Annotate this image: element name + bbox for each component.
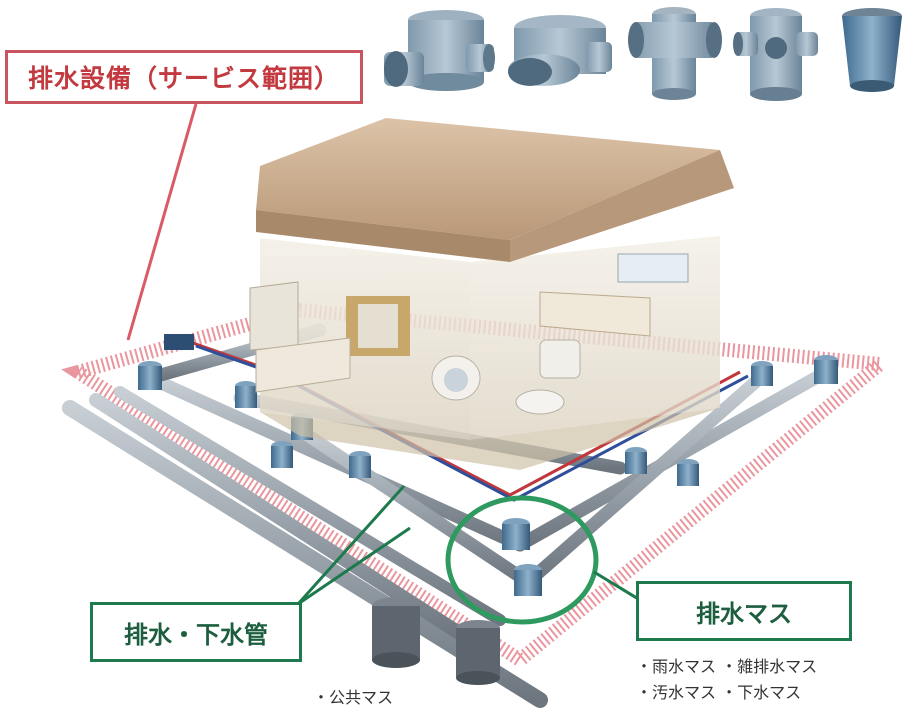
- basin-types-line-1: ・雨水マス ・雑排水マス: [636, 657, 818, 676]
- drain-sewer-pipe-label: 排水・下水管: [90, 602, 302, 662]
- public-basins: [372, 597, 500, 685]
- callout-lines: [126, 103, 641, 625]
- drainage-service-area-text: 排水設備（サービス範囲）: [27, 64, 340, 93]
- basin-types-line-2: ・汚水マス ・下水マス: [636, 683, 802, 702]
- drainage-service-area-label: 排水設備（サービス範囲）: [5, 50, 363, 104]
- pipe-bucket-icon: [842, 8, 902, 92]
- drain-basin-label: 排水マス: [636, 581, 852, 641]
- pipe-fitting-elbow-icon: [508, 15, 612, 86]
- pipe-fittings-row: [384, 7, 902, 101]
- pipe-fitting-tee-icon: [384, 10, 495, 91]
- public-basin-note: ・公共マス: [313, 688, 394, 707]
- drain-sewer-pipe-text: 排水・下水管: [124, 620, 268, 649]
- house-cutaway: [164, 118, 734, 470]
- pipe-fitting-junction-icon: [733, 8, 818, 101]
- drain-basin-text: 排水マス: [696, 599, 792, 628]
- pipe-fitting-cross-icon: [628, 7, 722, 100]
